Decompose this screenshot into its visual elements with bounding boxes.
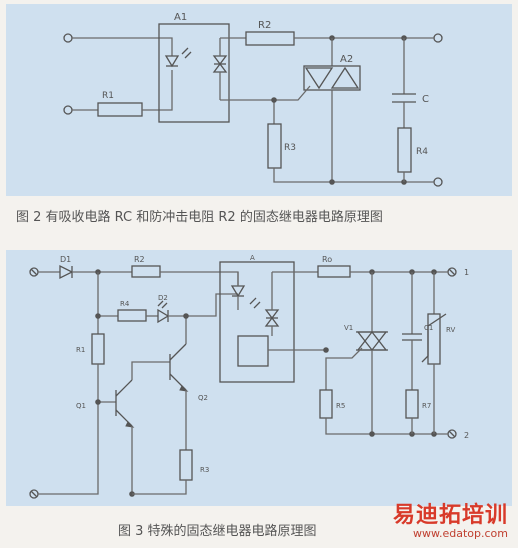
label-v1: V1 — [344, 324, 353, 332]
led-icon — [164, 55, 180, 68]
terminal-in-top — [63, 33, 73, 43]
resistor-r3b — [179, 449, 193, 481]
label-rv: RV — [446, 326, 455, 334]
figure2-schematic: D1 R2 A Ro 1 R4 D2 V1 C1 RV R1 Q2 R5 R7 … — [29, 254, 469, 499]
figure2-caption: 图 3 特殊的固态继电器电路原理图 — [118, 524, 317, 539]
label-q1: Q1 — [76, 402, 86, 410]
label-r3b: R3 — [200, 466, 209, 474]
opto-triac-icon — [212, 55, 228, 66]
watermark-title: 易迪拓培训 — [392, 503, 508, 528]
resistor-r2 — [245, 31, 295, 46]
label-r3: R3 — [284, 143, 296, 153]
label-q2: Q2 — [198, 394, 208, 402]
label-r2: R2 — [258, 20, 271, 31]
label-d2: D2 — [158, 294, 168, 302]
wire-bottom-rail — [273, 168, 434, 183]
figure1-caption: 图 2 有吸收电路 RC 和防冲击电阻 R2 的固态继电器电路原理图 — [16, 210, 383, 225]
figure2-panel: D1 R2 A Ro 1 R4 D2 V1 C1 RV R1 Q2 R5 R7 … — [6, 250, 512, 506]
zero-cross-block — [237, 335, 269, 367]
resistor-r5 — [319, 389, 333, 419]
figure1-panel: A1 R2 A2 R1 R3 C R4 — [6, 4, 512, 196]
label-terminal-2: 2 — [464, 431, 469, 440]
wire-in-top — [72, 37, 173, 56]
led-d2 — [157, 308, 170, 324]
resistor-r3 — [267, 123, 282, 169]
label-ro: Ro — [322, 255, 332, 264]
label-a2: A2 — [340, 54, 353, 65]
label-r2b: R2 — [134, 255, 145, 264]
label-r7: R7 — [422, 402, 431, 410]
label-a1: A1 — [174, 12, 187, 23]
resistor-r2b — [131, 265, 161, 278]
opto-triac-icon-2 — [264, 309, 280, 320]
label-terminal-1: 1 — [464, 268, 469, 277]
label-c1: C1 — [424, 324, 433, 332]
diode-d1 — [59, 264, 74, 280]
label-r4b: R4 — [120, 300, 130, 308]
label-r4: R4 — [416, 147, 428, 157]
label-d1: D1 — [60, 255, 71, 264]
resistor-r7 — [405, 389, 419, 419]
triac-v1 — [356, 331, 388, 352]
watermark: 易迪拓培训 www.edatop.com — [393, 497, 508, 540]
resistor-ro — [317, 265, 351, 278]
terminal-out-top — [433, 33, 443, 43]
resistor-r1b — [91, 333, 105, 365]
resistor-r1 — [97, 102, 143, 117]
watermark-url: www.edatop.com — [413, 527, 508, 540]
resistor-r4b — [117, 309, 147, 322]
figure1-schematic: A1 R2 A2 R1 R3 C R4 — [63, 12, 443, 187]
label-c: C — [422, 94, 429, 105]
label-r1: R1 — [102, 91, 114, 101]
wire-gate — [273, 85, 311, 124]
terminal-in-bottom — [63, 105, 73, 115]
label-r5: R5 — [336, 402, 345, 410]
label-a: A — [250, 254, 255, 262]
optocoupler-a1-box — [158, 23, 230, 123]
label-r1b: R1 — [76, 346, 85, 354]
terminal-out-bottom — [433, 177, 443, 187]
light-arrows-icon — [181, 47, 192, 59]
resistor-r4 — [397, 127, 412, 173]
optocoupler-a-box — [219, 261, 295, 383]
wire-r1-to-led — [142, 70, 173, 111]
